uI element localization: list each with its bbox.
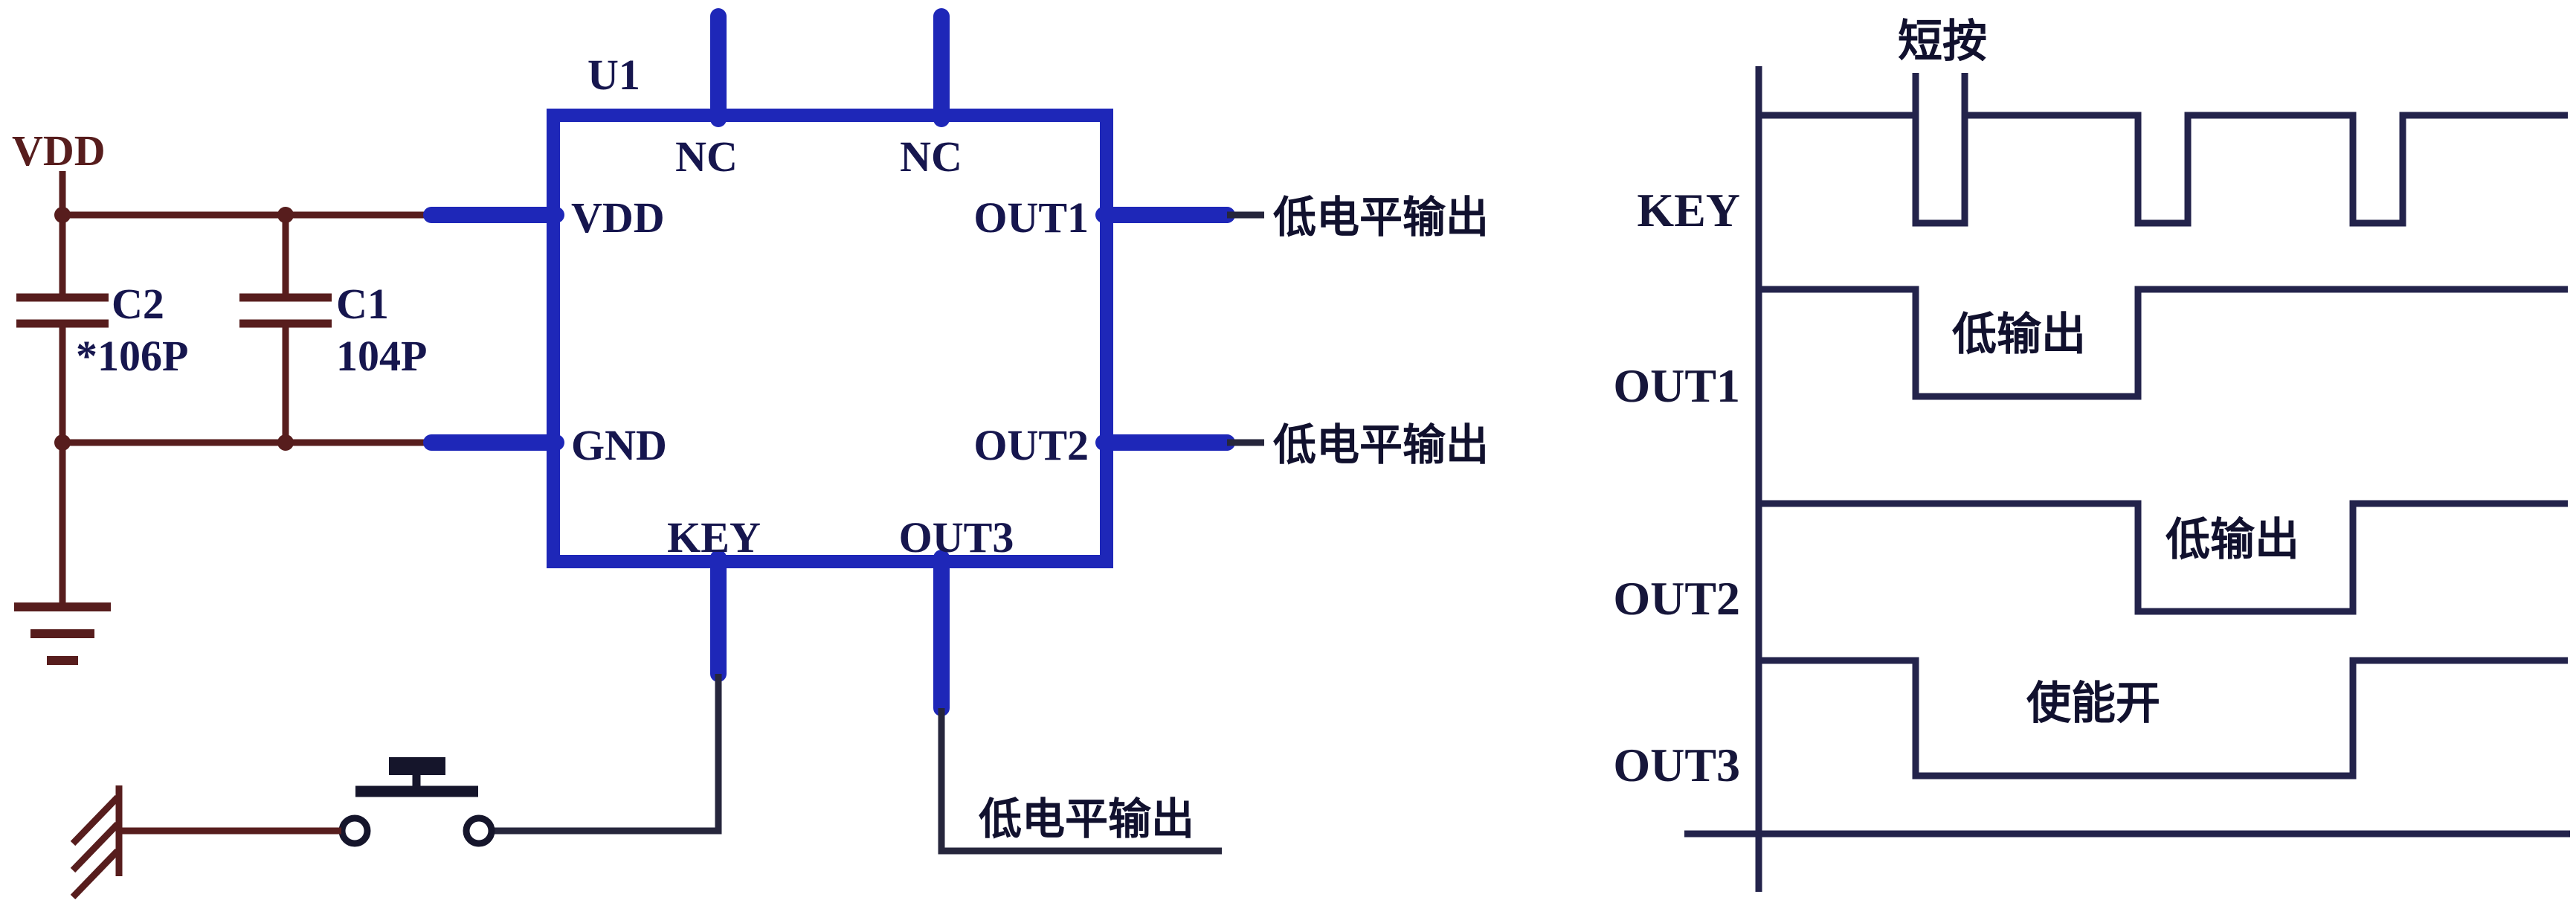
button-cap	[389, 757, 445, 775]
key-waveform	[1759, 112, 2568, 227]
out3-waveform	[1759, 657, 2568, 780]
key-wire	[492, 674, 722, 835]
out2-waveform	[1759, 500, 2568, 615]
out1-note-label: 低电平输出	[1273, 193, 1489, 242]
out2-note-label: 低电平输出	[1273, 421, 1489, 469]
pin-label-key: KEY	[667, 513, 761, 562]
pin-label-out1: OUT1	[973, 193, 1089, 242]
c2-value-label: *106P	[76, 332, 188, 380]
junction-dot	[277, 434, 294, 451]
out2-low-annotation: 低输出	[2166, 515, 2299, 565]
pin-label-gnd: GND	[571, 421, 667, 469]
schematic: VDD C2 *106P C1 104P	[12, 8, 1489, 900]
pin-label-nc-left: NC	[675, 132, 738, 181]
junction-dot	[277, 207, 294, 223]
out3-enable-annotation: 使能开	[2026, 679, 2160, 728]
out1-waveform	[1759, 286, 2568, 400]
earth-ground-icon	[14, 602, 111, 665]
pin-label-out3: OUT3	[899, 513, 1014, 562]
capacitor-c2: C2 *106P	[16, 280, 188, 380]
push-button	[338, 757, 495, 847]
ic-designator-label: U1	[587, 51, 640, 99]
chassis-ground-icon	[70, 785, 341, 900]
signal-label-out1: OUT1	[1613, 359, 1740, 412]
vdd-net-label: VDD	[12, 126, 106, 175]
out3-note-label: 低电平输出	[979, 795, 1194, 843]
out3-wire	[938, 708, 1222, 855]
capacitor-c1: C1 104P	[239, 215, 427, 443]
key-press-annotation: 短按	[1898, 17, 1987, 66]
c2-ref-label: C2	[112, 280, 164, 328]
junction-dot	[54, 207, 71, 223]
pin-label-nc-right: NC	[900, 132, 962, 181]
junction-dot	[54, 434, 71, 451]
timing-diagram: KEY OUT1 OUT2 OUT3 短按 低输出 低输出 使能开	[1613, 17, 2570, 892]
pin-label-out2: OUT2	[973, 421, 1089, 469]
ic-body	[547, 109, 1113, 568]
signal-label-out3: OUT3	[1613, 739, 1740, 791]
out1-low-annotation: 低输出	[1952, 310, 2086, 359]
pin-label-vdd: VDD	[571, 193, 665, 242]
button-terminal-right	[463, 814, 495, 847]
c1-ref-label: C1	[336, 280, 389, 328]
button-terminal-left	[338, 814, 371, 847]
signal-label-key: KEY	[1637, 184, 1740, 237]
c1-value-label: 104P	[336, 332, 427, 380]
signal-label-out2: OUT2	[1613, 572, 1740, 625]
